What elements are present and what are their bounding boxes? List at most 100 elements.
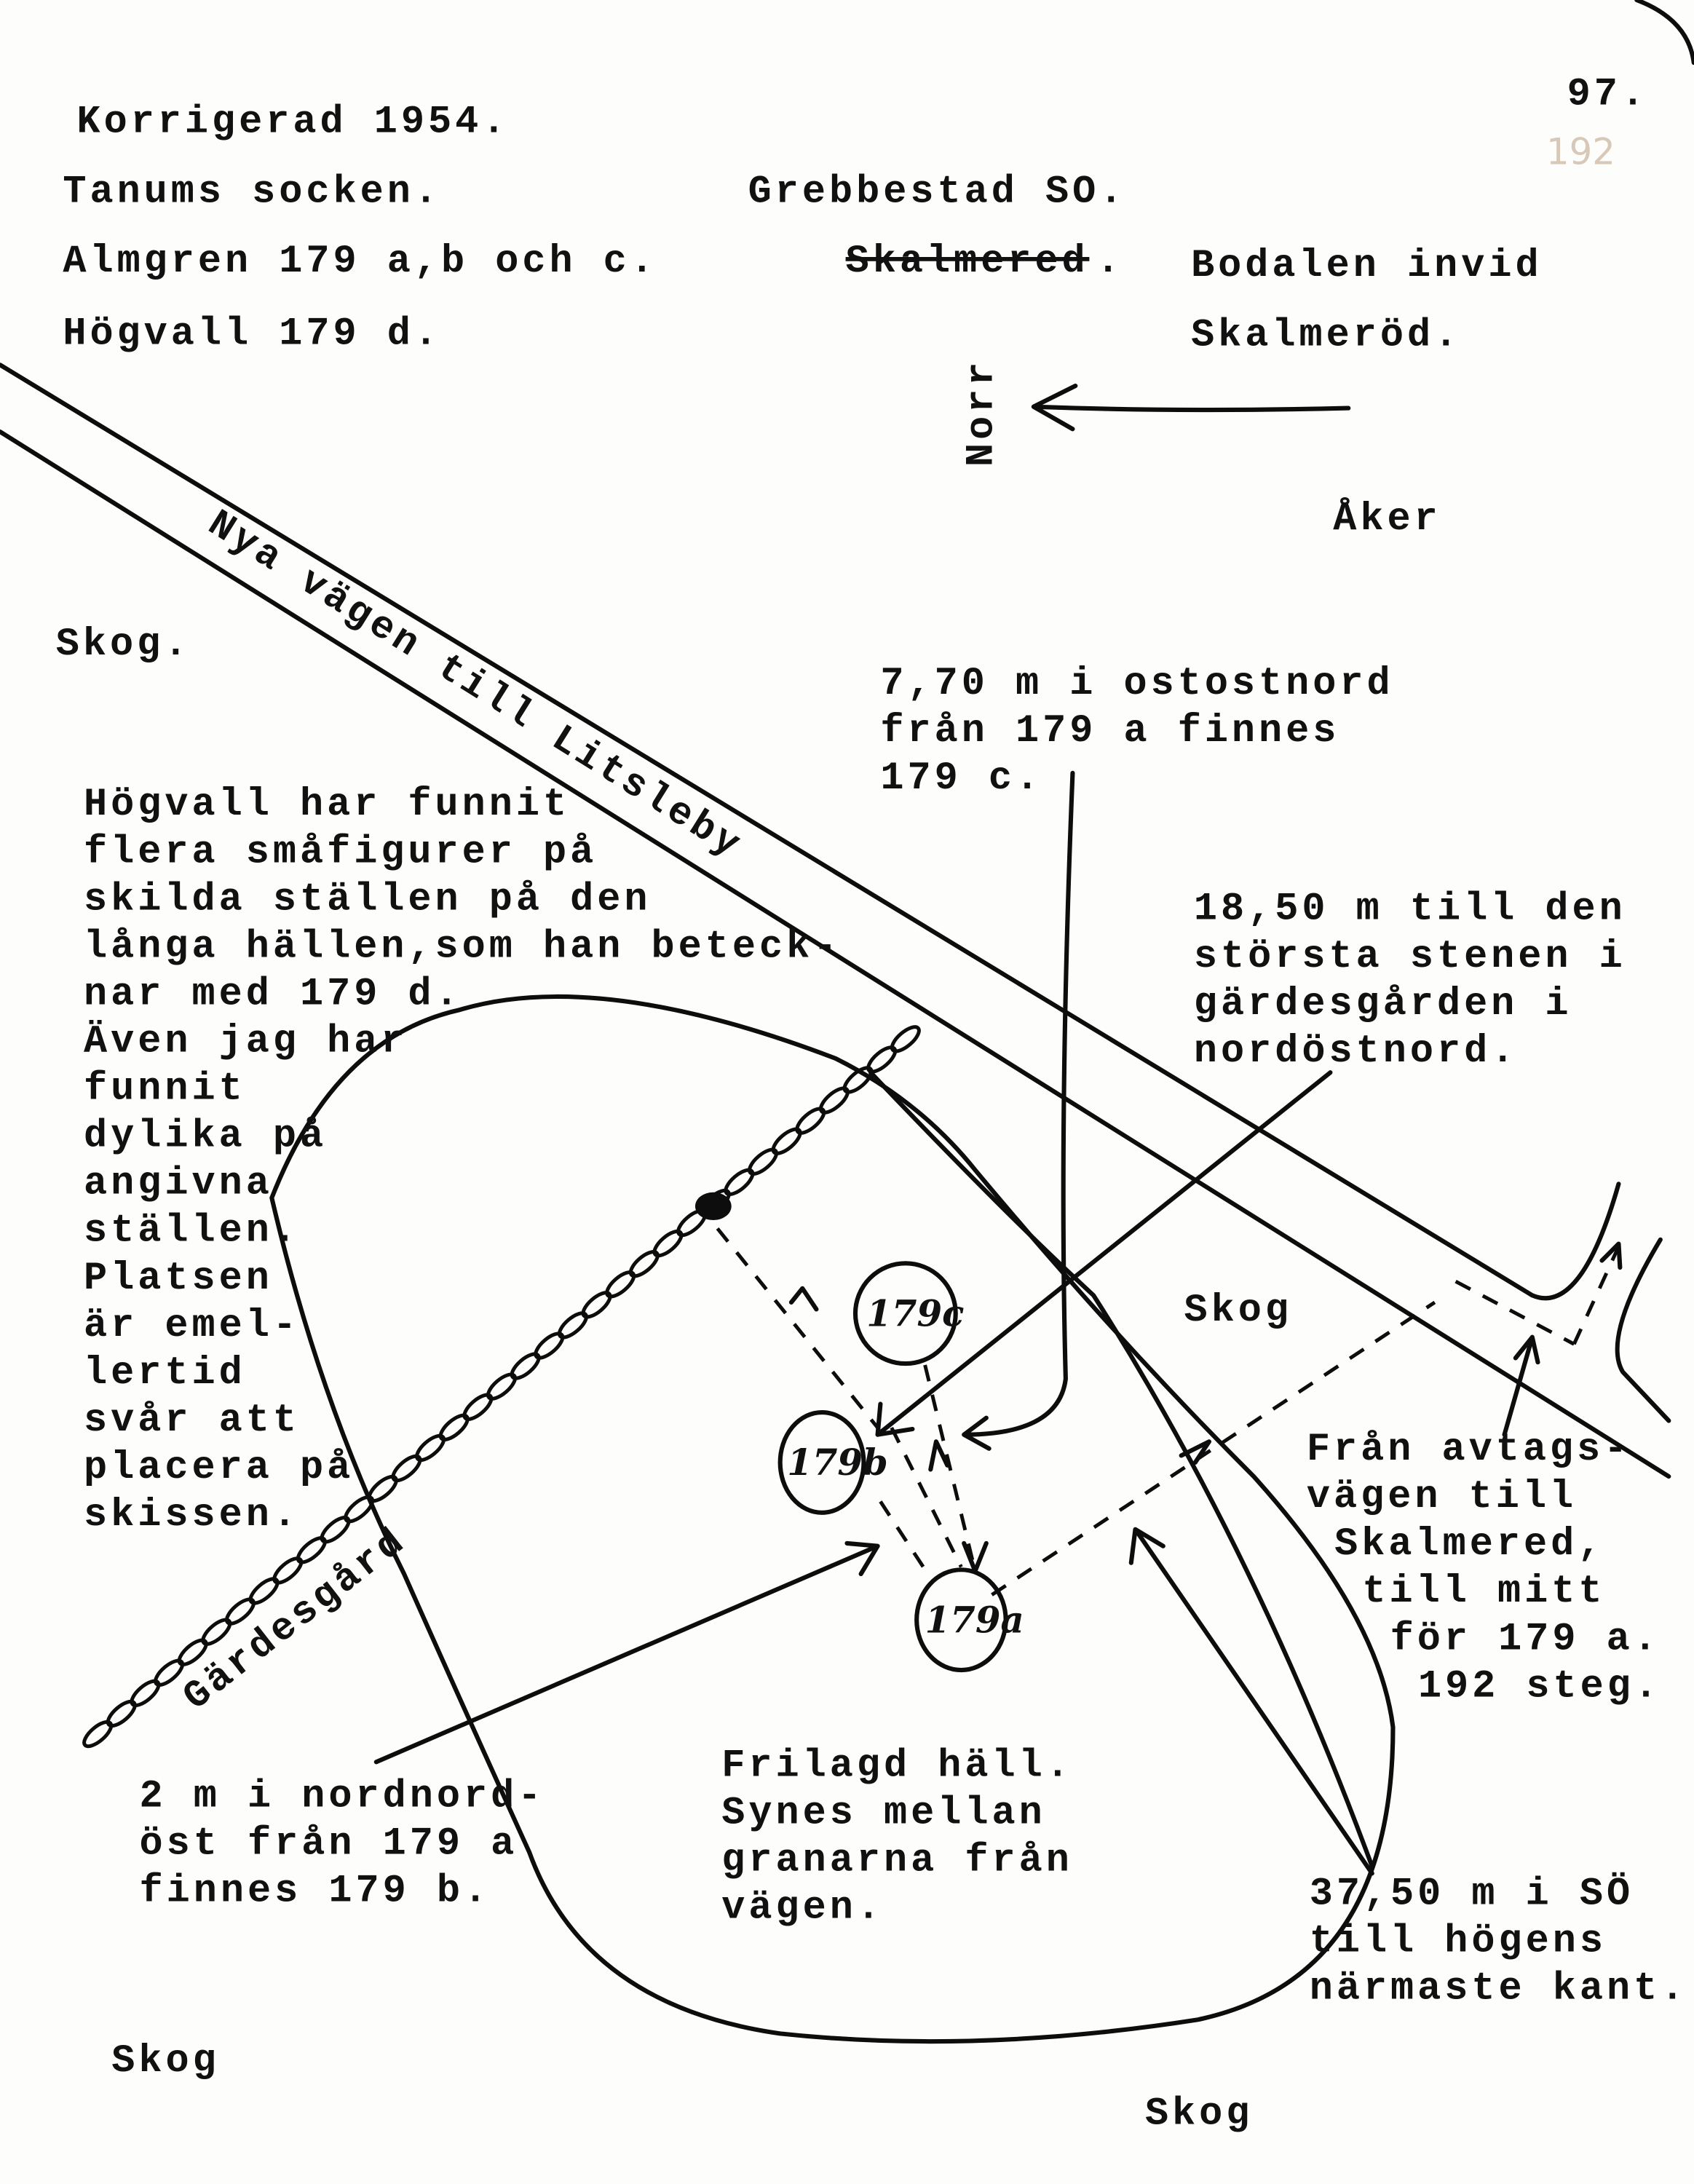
fence-link — [296, 1536, 327, 1564]
note-2m-line: finnes 179 b. — [140, 1870, 491, 1914]
note-frilagd-line: vägen. — [721, 1886, 884, 1931]
side-road-edge — [1615, 1237, 1671, 1423]
fence-link — [795, 1107, 826, 1135]
fence-link — [510, 1352, 541, 1380]
note-frilagd-line: Frilagd häll. — [721, 1744, 1073, 1788]
site-circle — [777, 1409, 866, 1515]
note-hogvall-line: placera på — [84, 1446, 354, 1490]
fence-link — [890, 1025, 921, 1053]
fence-link — [106, 1699, 137, 1728]
site-label: 179a — [925, 1598, 1024, 1641]
fence-link — [130, 1679, 161, 1707]
fence-link — [154, 1658, 185, 1687]
note-3750-line: närmaste kant. — [1310, 1967, 1688, 2011]
fence-link — [82, 1720, 114, 1749]
dashed-179b-to-179a — [879, 1500, 933, 1580]
note-1850-line: gärdesgården i — [1194, 982, 1572, 1026]
site-circle — [914, 1567, 1008, 1673]
note-hogvall-line: långa hällen,som han beteck- — [84, 925, 840, 969]
arrow-fran — [1502, 1334, 1540, 1437]
fence-link — [320, 1516, 351, 1544]
boundary-line — [868, 1070, 1374, 1869]
note-hogvall-line: Högvall har funnit — [84, 783, 570, 827]
fence-link — [486, 1372, 517, 1401]
fence-label: Gärdesgård — [175, 1519, 416, 1720]
note-fran-line: till mitt — [1362, 1570, 1605, 1614]
note-hogvall-line: nar med 179 d. — [84, 972, 462, 1016]
north-label: Norr — [959, 358, 1004, 466]
fence-link — [748, 1147, 779, 1176]
note-hogvall-line: skilda ställen på den — [84, 877, 651, 922]
fence-link — [818, 1086, 850, 1115]
dashed-179c-to-179a — [923, 1364, 977, 1572]
site-label: 179c — [866, 1291, 964, 1334]
arrow-3750 — [1128, 1527, 1374, 1876]
fence-link — [415, 1433, 446, 1463]
dashed-side-road — [1454, 1246, 1620, 1346]
fence-link — [462, 1393, 494, 1421]
map-sheet: Grebbestad SO. — [748, 170, 1127, 214]
road-edge-lower — [0, 430, 1671, 1479]
fence-link — [628, 1250, 660, 1278]
pencil-note: 192 — [1546, 131, 1615, 173]
stone-fence — [82, 1025, 921, 1749]
locality-line-1: Bodalen invid — [1191, 244, 1543, 288]
note-hogvall-line: skissen. — [84, 1493, 300, 1538]
note-hogvall-line: Även jag har — [84, 1020, 408, 1064]
note-hogvall-line: lertid — [84, 1351, 246, 1396]
note-fran-line: 192 steg. — [1418, 1664, 1661, 1709]
north-arrow-icon — [1031, 383, 1351, 432]
fence-link — [605, 1270, 636, 1299]
arrow-2m — [373, 1540, 880, 1765]
parish: Tanums socken. — [63, 170, 441, 214]
note-1850-line: nordöstnord. — [1194, 1029, 1518, 1074]
page-number: 97. — [1567, 72, 1648, 116]
note-hogvall-line: är emel- — [84, 1304, 300, 1348]
fence-link — [438, 1413, 470, 1441]
hogvall-ref: Högvall 179 d. — [63, 312, 441, 357]
forest-label: Skog — [1145, 2092, 1253, 2137]
fence-link — [272, 1556, 304, 1585]
note-770-line: från 179 a finnes — [880, 709, 1339, 753]
note-1850-line: största stenen i — [1194, 935, 1626, 979]
forest-label: Skog — [1184, 1289, 1292, 1333]
note-frilagd-line: granarna från — [721, 1839, 1073, 1883]
note-hogvall-line: flera småfigurer på — [84, 830, 597, 874]
note-hogvall-line: funnit — [84, 1067, 246, 1112]
fence-link — [534, 1332, 565, 1360]
note-1850-line: 18,50 m till den — [1194, 887, 1626, 932]
note-fran-line: vägen till — [1307, 1475, 1577, 1519]
dashed-mid — [890, 1426, 963, 1568]
site-179a: 179a — [914, 1567, 1024, 1673]
locality-line-2: Skalmeröd. — [1191, 313, 1461, 357]
site-label: 179b — [787, 1441, 888, 1484]
fence-link — [866, 1045, 898, 1074]
fence-link — [344, 1495, 375, 1524]
fence-link — [724, 1168, 755, 1196]
fence-link — [201, 1618, 232, 1646]
arrow-770 — [962, 770, 1075, 1451]
note-2m-line: öst från 179 a — [140, 1822, 518, 1867]
fence-link — [248, 1577, 280, 1605]
note-3750-line: till högens — [1310, 1919, 1607, 1963]
note-hogvall-line: svår att — [84, 1398, 300, 1443]
page-corner — [1634, 0, 1694, 66]
struck-period: . — [1096, 240, 1123, 284]
dashed-179b-to-stone — [716, 1227, 879, 1429]
site-179c: 179c — [852, 1261, 964, 1366]
arrow-1850 — [875, 1070, 1333, 1437]
outcrop-outline — [269, 994, 1396, 2044]
almgren-ref: Almgren 179 a,b och c. — [63, 240, 657, 284]
fence-link — [652, 1229, 684, 1258]
note-fran-line: Skalmered, — [1334, 1522, 1604, 1567]
dashed-path-to-road — [991, 1300, 1436, 1597]
site-circle — [852, 1261, 958, 1366]
fence-link — [581, 1291, 612, 1319]
note-fran-line: Från avtags- — [1307, 1428, 1631, 1472]
forest-label: Skog — [111, 2039, 219, 2084]
fence-link — [367, 1474, 398, 1503]
note-hogvall-line: dylika på — [84, 1115, 327, 1159]
fence-link — [177, 1638, 208, 1666]
struck-place: Skalmered — [846, 240, 1089, 284]
